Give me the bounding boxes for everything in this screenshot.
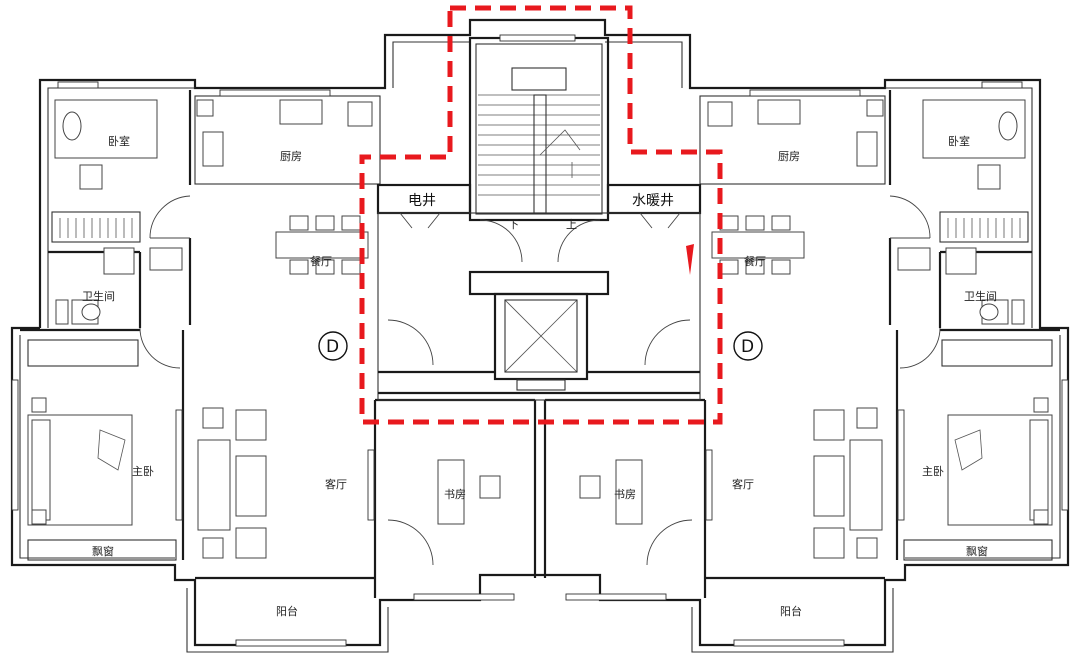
unit-marker-right: D	[741, 337, 754, 357]
label-right-kitchen: 厨房	[778, 150, 800, 163]
exterior-walls	[10, 18, 1070, 653]
unit-markers: D D	[318, 331, 763, 361]
label-right-bay-window: 飘窗	[966, 544, 988, 558]
label-left-living-room: 客厅	[325, 477, 347, 491]
label-left-bedroom: 卧室	[108, 134, 130, 148]
label-left-bathroom: 卫生间	[82, 289, 115, 303]
label-right-study: 书房	[614, 488, 636, 501]
core-highlight-outline	[359, 5, 723, 425]
stair-treads	[478, 94, 600, 196]
label-stair-up: 上	[566, 218, 577, 231]
right-furniture	[579, 99, 1053, 559]
unit-marker-left: D	[326, 337, 339, 357]
label-right-bedroom: 卧室	[948, 134, 970, 148]
label-water-heating-shaft: 水暖井	[632, 193, 674, 209]
room-labels: 卧室 厨房 餐厅 卫生间 主卧 飘窗 客厅 阳台 书房 卧室 厨房 餐厅 卫生间…	[82, 134, 997, 618]
label-right-bathroom: 卫生间	[964, 289, 997, 303]
left-furniture	[27, 99, 501, 559]
label-left-kitchen: 厨房	[280, 150, 302, 163]
label-right-master-bedroom: 主卧	[922, 465, 944, 478]
label-left-master-bedroom: 主卧	[132, 465, 154, 478]
label-left-balcony: 阳台	[276, 604, 298, 618]
core	[376, 36, 702, 401]
label-right-living-room: 客厅	[732, 477, 754, 491]
label-right-balcony: 阳台	[780, 604, 802, 618]
red-marker	[686, 244, 694, 275]
label-left-dining: 餐厅	[310, 254, 332, 268]
windows	[11, 34, 1069, 647]
label-right-dining: 餐厅	[744, 254, 766, 268]
label-stair-down: 下	[508, 218, 519, 231]
doors	[139, 195, 941, 566]
label-left-study: 书房	[444, 488, 466, 501]
label-left-bay-window: 飘窗	[92, 544, 114, 558]
label-electric-shaft: 电井	[408, 193, 436, 209]
